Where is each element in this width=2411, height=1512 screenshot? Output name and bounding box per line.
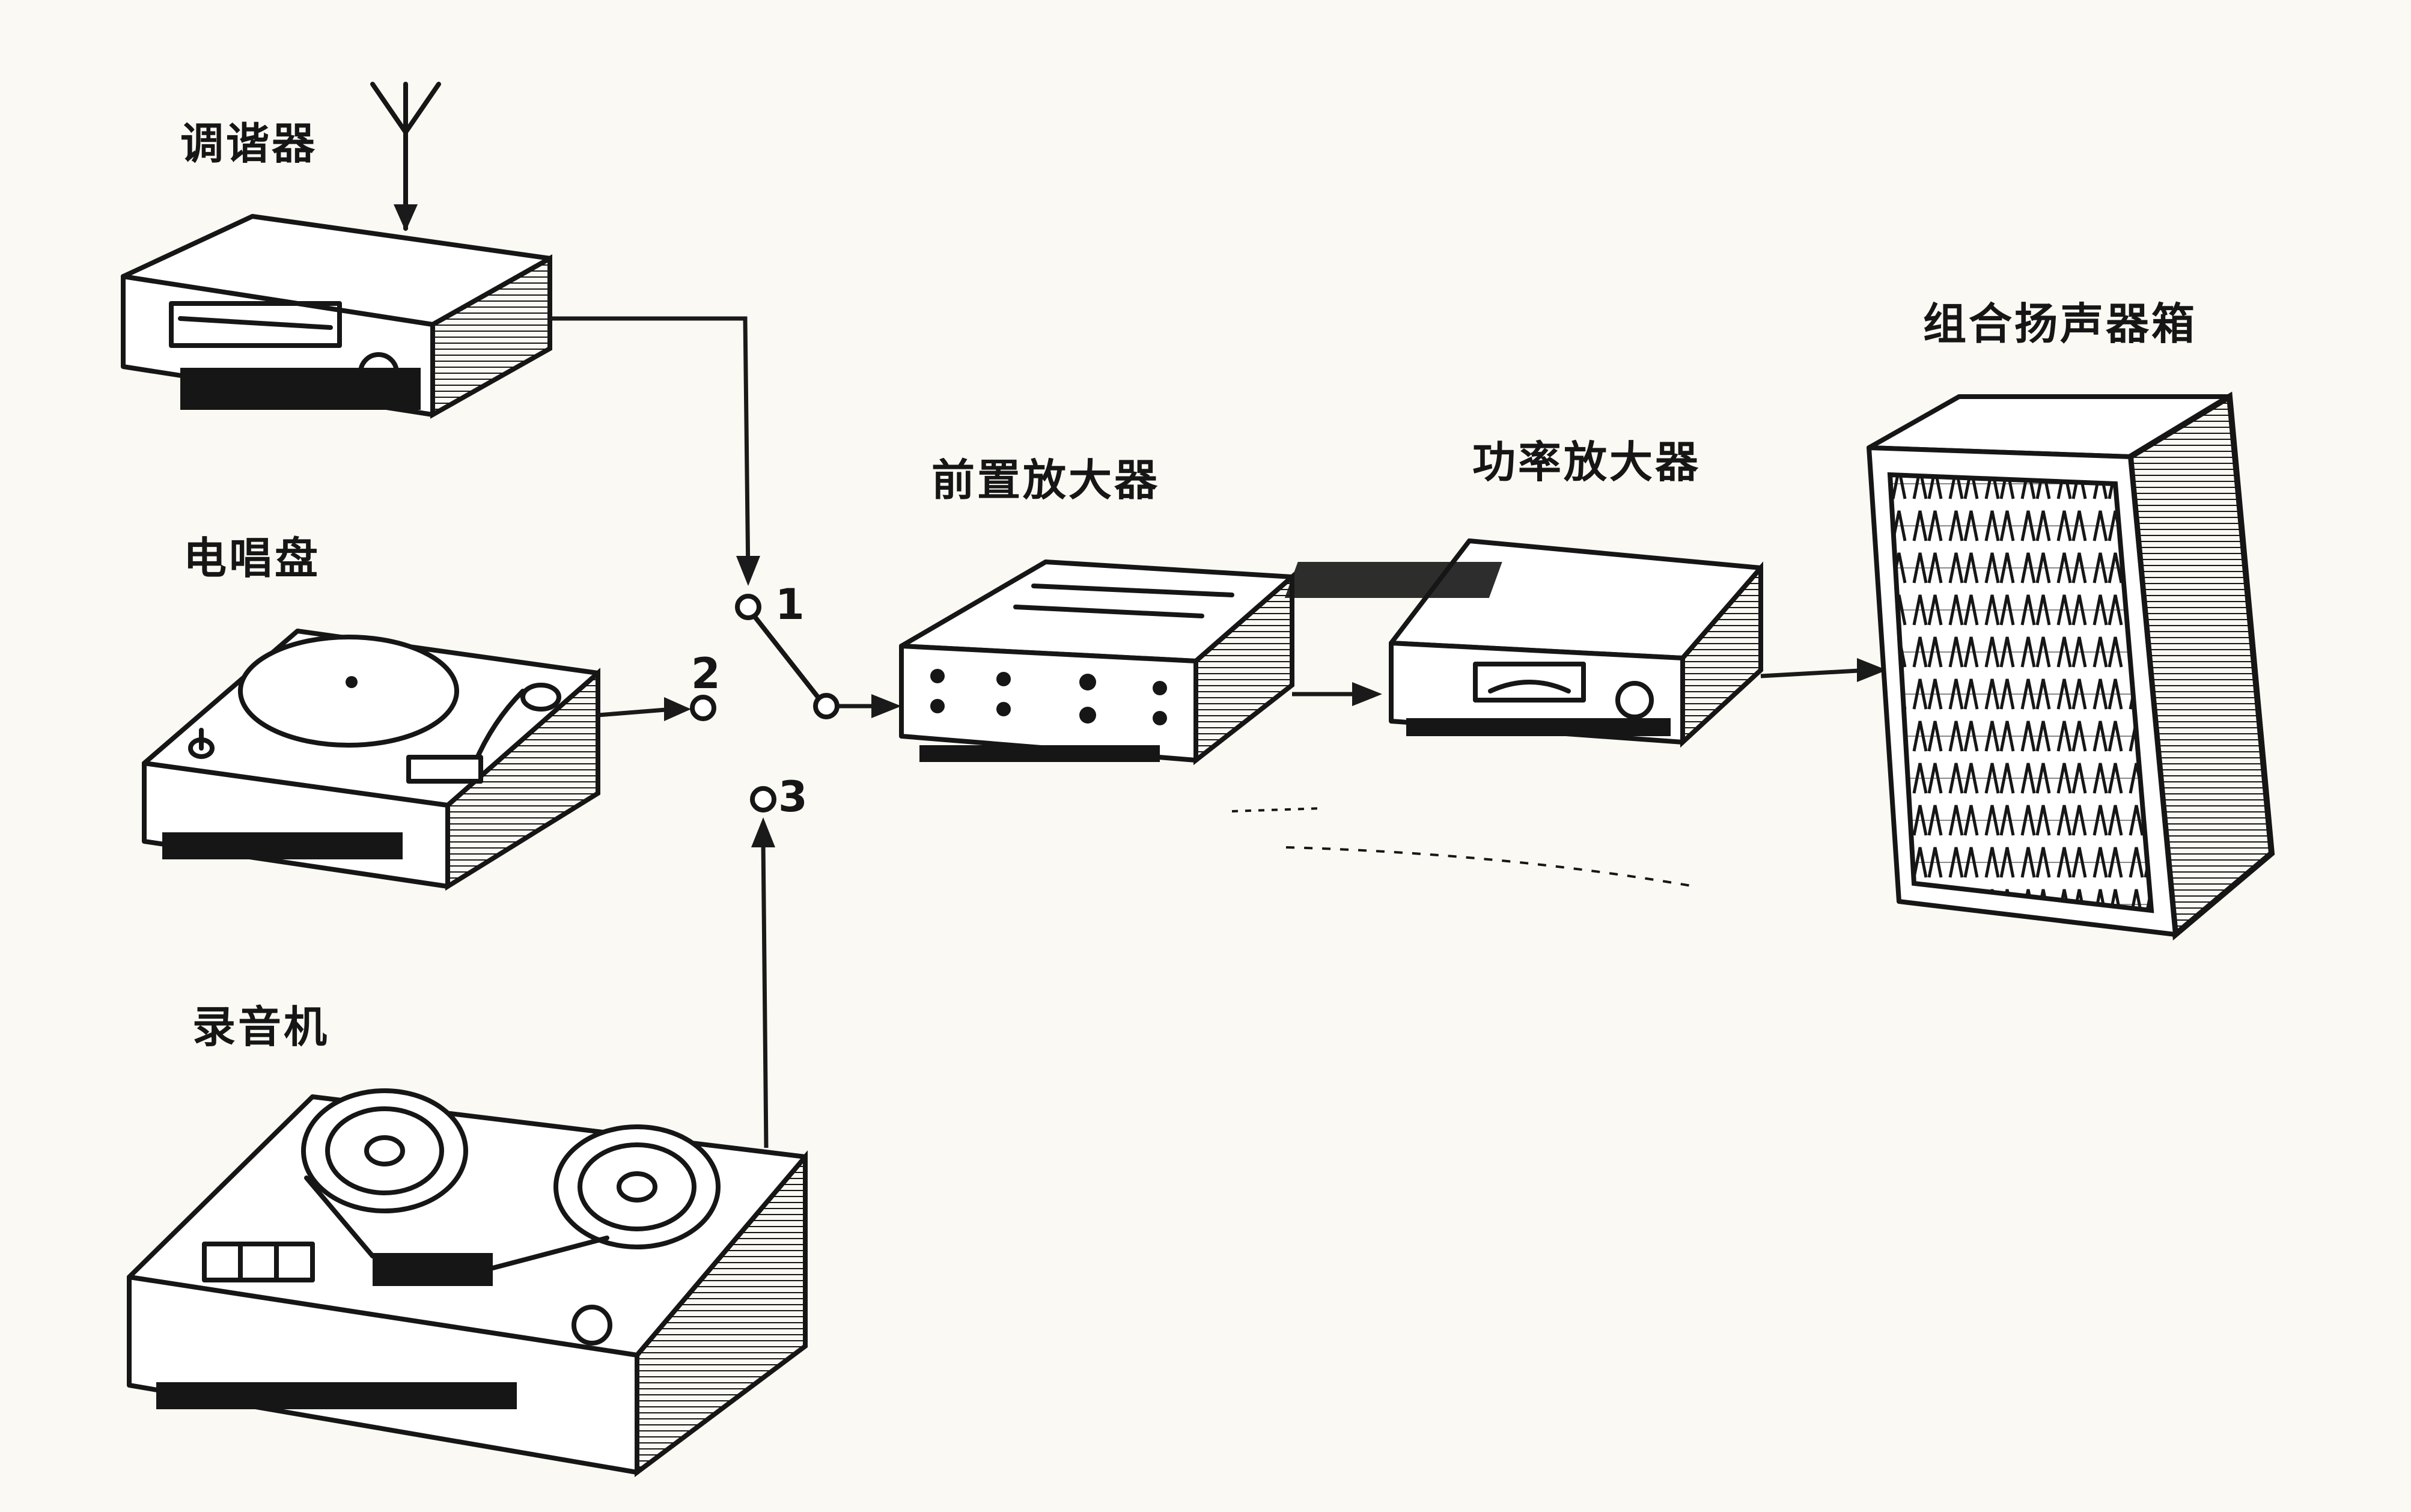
tuner-label: 调谐器: [180, 118, 318, 169]
switch-number-3: 3: [778, 772, 808, 822]
switch-contact-2: [690, 695, 716, 721]
speaker-cabinet-label: 组合扬声器箱: [1923, 299, 2198, 349]
selector-switch: [550, 316, 901, 1148]
preamplifier-device: [899, 559, 1294, 766]
tape-recorder-device: [127, 1088, 808, 1477]
switch-number-2: 2: [691, 649, 721, 698]
tape-recorder-label: 录音机: [192, 1002, 330, 1052]
speaker-grille: [1887, 472, 2154, 913]
antenna-icon: [370, 82, 441, 231]
turntable-device: [142, 629, 600, 891]
power-amplifier-label: 功率放大器: [1472, 437, 1701, 487]
turntable-label: 电唱盘: [183, 533, 321, 584]
preamplifier-label: 前置放大器: [931, 455, 1160, 505]
switch-number-1: 1: [775, 580, 805, 629]
switch-arm: [752, 614, 823, 703]
tuner-device: [121, 82, 552, 419]
switch-contact-1: [735, 594, 761, 620]
speaker-cabinet-device: [1867, 391, 2275, 940]
power-amplifier-device: [1284, 538, 1763, 748]
switch-contact-3: [750, 786, 776, 812]
